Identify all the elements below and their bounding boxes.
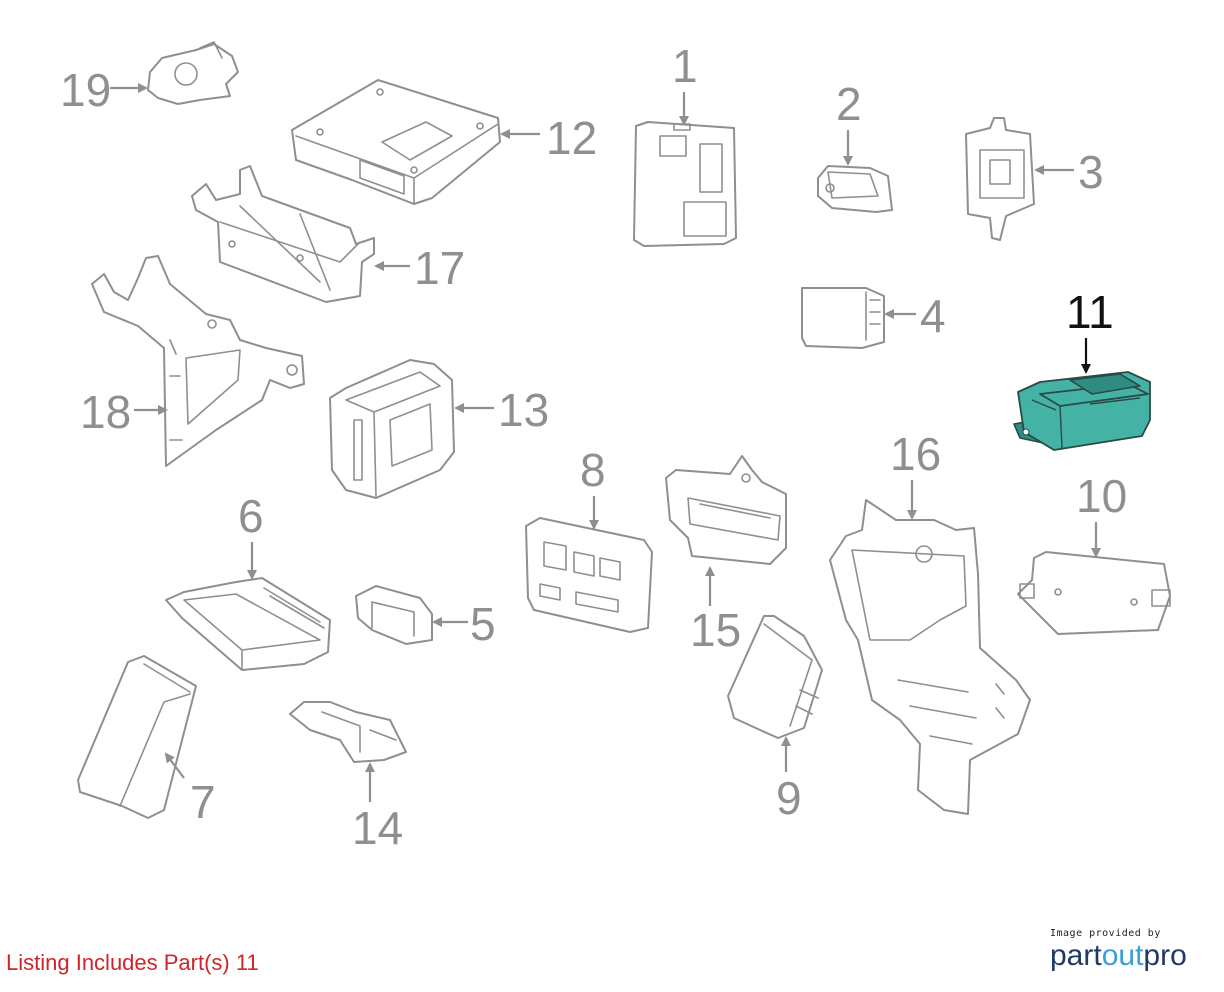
part-12[interactable]	[291, 79, 501, 205]
callout-10: 10	[1076, 470, 1127, 522]
credit-caption: Image provided by	[1050, 928, 1161, 939]
part-14[interactable]	[289, 701, 407, 763]
part-10[interactable]	[1017, 551, 1171, 635]
callout-9: 9	[776, 772, 802, 824]
part-9[interactable]	[727, 615, 823, 739]
brand-pro: pro	[1143, 939, 1187, 972]
callout-11: 11	[1066, 286, 1114, 338]
callout-6: 6	[238, 490, 264, 542]
part-16[interactable]	[829, 499, 1031, 815]
callout-17: 17	[414, 242, 465, 294]
part-7[interactable]	[77, 655, 197, 819]
part-8[interactable]	[525, 517, 653, 633]
listing-parts-text: Listing Includes Part(s) 11	[6, 950, 259, 975]
part-19[interactable]	[147, 41, 239, 105]
callout-5: 5	[470, 598, 496, 650]
callout-8: 8	[580, 444, 606, 496]
callout-4: 4	[920, 290, 946, 342]
leader-lines	[110, 83, 1101, 802]
part-13[interactable]	[329, 359, 455, 499]
callout-7: 7	[190, 776, 216, 828]
part-4[interactable]	[801, 287, 885, 349]
callout-2: 2	[836, 78, 862, 130]
image-credit: Image provided by partoutpro	[1050, 928, 1210, 973]
callout-13: 13	[498, 384, 549, 436]
callout-16: 16	[890, 428, 941, 480]
callout-3: 3	[1078, 146, 1104, 198]
callout-19: 19	[60, 64, 111, 116]
callout-15: 15	[690, 604, 741, 656]
part-1[interactable]	[633, 121, 737, 247]
callout-1: 1	[672, 40, 698, 92]
partoutpro-logo[interactable]: partoutpro	[1050, 939, 1210, 973]
part-17[interactable]	[191, 165, 375, 303]
part-2[interactable]	[817, 165, 893, 213]
part-6[interactable]	[165, 577, 331, 671]
part-18[interactable]	[91, 255, 305, 467]
part-15[interactable]	[665, 455, 787, 565]
callout-14: 14	[352, 802, 403, 854]
part-3[interactable]	[965, 117, 1035, 241]
callout-12: 12	[546, 112, 597, 164]
callout-18: 18	[80, 386, 131, 438]
brand-part: part	[1050, 939, 1102, 972]
part-11-highlighted[interactable]	[1013, 371, 1151, 451]
part-5[interactable]	[355, 585, 433, 645]
brand-out: out	[1101, 939, 1144, 972]
callout-labels: 19 12 1 2 3 4 11 17 18 13 8 16 10 6 5 15…	[60, 40, 1127, 854]
